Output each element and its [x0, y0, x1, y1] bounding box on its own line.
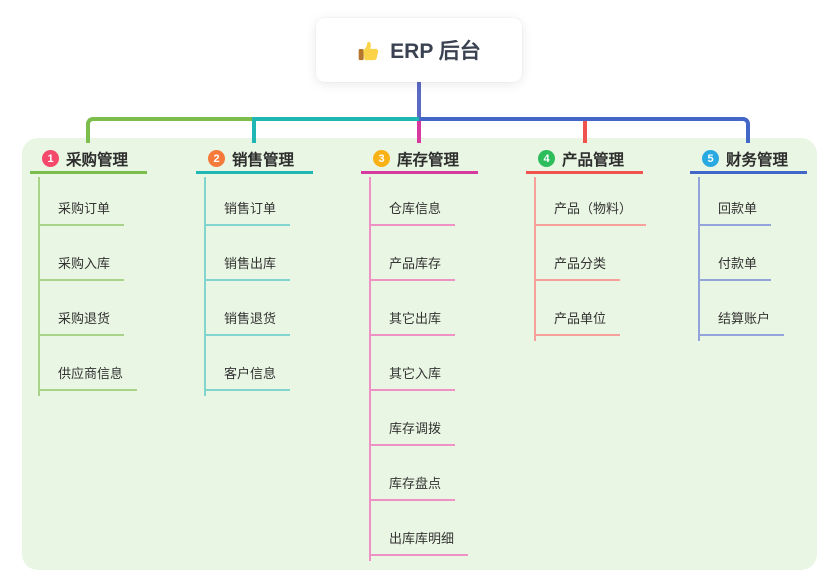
mindmap-child-node: 产品单位	[534, 281, 621, 336]
branch-title: 库存管理	[397, 151, 460, 169]
mindmap-child-node: 付款单	[698, 226, 772, 281]
mindmap-child-node: 其它出库	[369, 281, 456, 336]
branch-header: 4 产品管理	[526, 146, 643, 174]
mindmap-child-node: 产品（物料）	[534, 174, 647, 226]
branch-children: 销售订单销售出库销售退货客户信息	[196, 174, 313, 391]
branch-number-badge: 2	[208, 150, 225, 167]
branch-header: 2 销售管理	[196, 146, 313, 174]
thumbs-up-icon	[357, 39, 380, 62]
mindmap-panel	[22, 138, 817, 570]
branch-number-badge: 5	[702, 150, 719, 167]
mindmap-child-node: 产品分类	[534, 226, 621, 281]
branch-header: 3 库存管理	[361, 146, 478, 174]
branch-procurement: 1 采购管理 采购订单采购入库采购退货供应商信息	[30, 146, 147, 396]
mindmap-child-node: 销售订单	[204, 174, 291, 226]
branch-header: 1 采购管理	[30, 146, 147, 174]
branch-finance: 5 财务管理 回款单付款单结算账户	[690, 146, 807, 341]
branch-header: 5 财务管理	[690, 146, 807, 174]
branch-trunk-line	[534, 177, 536, 341]
root-connector-line	[417, 82, 421, 119]
branch-title: 采购管理	[66, 151, 129, 169]
branch-children: 仓库信息产品库存其它出库其它入库库存调拨库存盘点出库库明细	[361, 174, 478, 556]
branch-children: 回款单付款单结算账户	[690, 174, 807, 336]
root-node: ERP 后台	[316, 18, 522, 82]
mindmap-child-node: 供应商信息	[38, 336, 138, 391]
mindmap-child-node: 销售退货	[204, 281, 291, 336]
branch-product: 4 产品管理 产品（物料）产品分类产品单位	[526, 146, 647, 341]
mindmap-child-node: 其它入库	[369, 336, 456, 391]
mindmap-child-node: 销售出库	[204, 226, 291, 281]
branch-number-badge: 4	[538, 150, 555, 167]
branch-number-badge: 3	[373, 150, 390, 167]
branch-title: 产品管理	[562, 151, 625, 169]
branch-number-badge: 1	[42, 150, 59, 167]
mindmap-child-node: 采购入库	[38, 226, 125, 281]
branch-title: 销售管理	[232, 151, 295, 169]
branch-children: 采购订单采购入库采购退货供应商信息	[30, 174, 147, 391]
bus-segment-branch1	[86, 117, 254, 143]
mindmap-child-node: 回款单	[698, 174, 772, 226]
mindmap-child-node: 采购订单	[38, 174, 125, 226]
branch-title: 财务管理	[726, 151, 789, 169]
stub-branch4	[583, 121, 587, 143]
mindmap-child-node: 结算账户	[698, 281, 785, 336]
branch-trunk-line	[698, 177, 700, 341]
branch-trunk-line	[369, 177, 371, 561]
mindmap-child-node: 库存盘点	[369, 446, 456, 501]
mindmap-child-node: 客户信息	[204, 336, 291, 391]
branch-children: 产品（物料）产品分类产品单位	[526, 174, 647, 336]
mindmap-child-node: 仓库信息	[369, 174, 456, 226]
stub-branch3	[417, 121, 421, 143]
mindmap-child-node: 库存调拨	[369, 391, 456, 446]
bus-segment-branch2	[252, 117, 419, 143]
mindmap-child-node: 产品库存	[369, 226, 456, 281]
bus-segment-branch5	[419, 117, 750, 143]
branch-trunk-line	[204, 177, 206, 396]
root-label: ERP 后台	[390, 40, 481, 63]
branch-sales: 2 销售管理 销售订单销售出库销售退货客户信息	[196, 146, 313, 396]
branch-inventory: 3 库存管理 仓库信息产品库存其它出库其它入库库存调拨库存盘点出库库明细	[361, 146, 478, 561]
branch-trunk-line	[38, 177, 40, 396]
mindmap-child-node: 采购退货	[38, 281, 125, 336]
mindmap-child-node: 出库库明细	[369, 501, 469, 556]
